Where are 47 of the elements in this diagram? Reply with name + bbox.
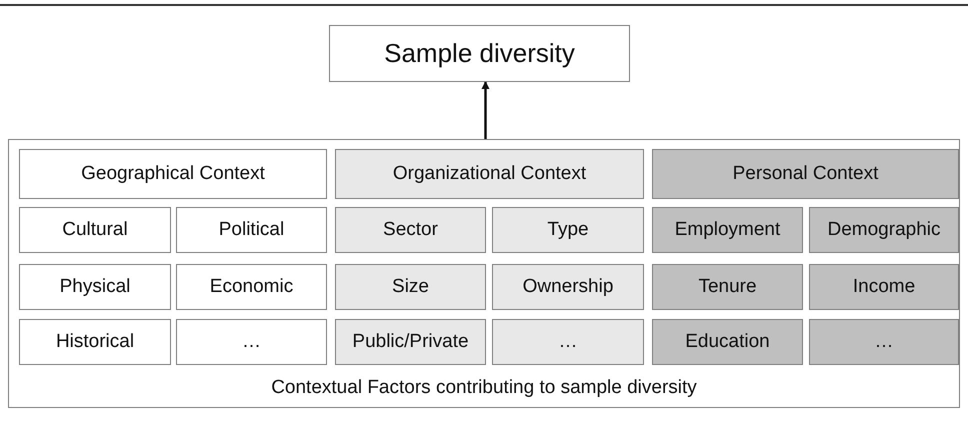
factor-box — [652, 264, 803, 310]
box-label: Type — [547, 219, 589, 241]
box-label: Cultural — [62, 219, 128, 241]
factor-box — [335, 319, 486, 365]
factor-box — [176, 207, 327, 253]
box-label: Historical — [56, 331, 134, 353]
factor-box — [335, 207, 486, 253]
factor-box — [19, 319, 171, 365]
box-label: Demographic — [828, 219, 940, 241]
arrow — [482, 81, 490, 139]
factor-box — [176, 319, 327, 365]
factor-box — [809, 319, 959, 365]
box-label: Political — [218, 219, 284, 241]
box-label: Sector — [383, 219, 438, 241]
box-label: Sample diversity — [384, 38, 575, 68]
box-label: Economic — [210, 276, 294, 298]
factor-box — [19, 264, 171, 310]
box-label: Education — [685, 331, 770, 353]
factor-box — [652, 149, 959, 199]
box-label: … — [874, 331, 894, 353]
factor-box — [809, 207, 959, 253]
factor-box — [492, 207, 644, 253]
caption-text: Contextual Factors contributing to sample diversity — [270, 377, 698, 399]
box-label: Public/Private — [352, 331, 469, 353]
factor-box — [809, 264, 959, 310]
factor-box — [176, 264, 327, 310]
box-label: … — [242, 331, 261, 353]
container-box — [8, 139, 960, 408]
factor-box — [335, 149, 644, 199]
factor-box — [492, 319, 644, 365]
factor-box — [652, 319, 803, 365]
box-label: Employment — [674, 219, 780, 241]
factor-box — [335, 264, 486, 310]
box-label: Size — [392, 276, 429, 298]
box-label: Ownership — [522, 276, 614, 298]
box-label: Tenure — [698, 276, 757, 298]
box-label: … — [558, 331, 578, 353]
factor-box — [652, 207, 803, 253]
box-label: Physical — [60, 276, 130, 298]
factor-box — [19, 207, 171, 253]
box-label: Income — [852, 276, 916, 298]
factor-box — [329, 25, 630, 82]
box-label: Personal Context — [732, 163, 878, 185]
box-label: Organizational Context — [392, 163, 586, 185]
factor-box — [492, 264, 644, 310]
factor-box — [19, 149, 327, 199]
box-label: Geographical Context — [81, 163, 265, 185]
